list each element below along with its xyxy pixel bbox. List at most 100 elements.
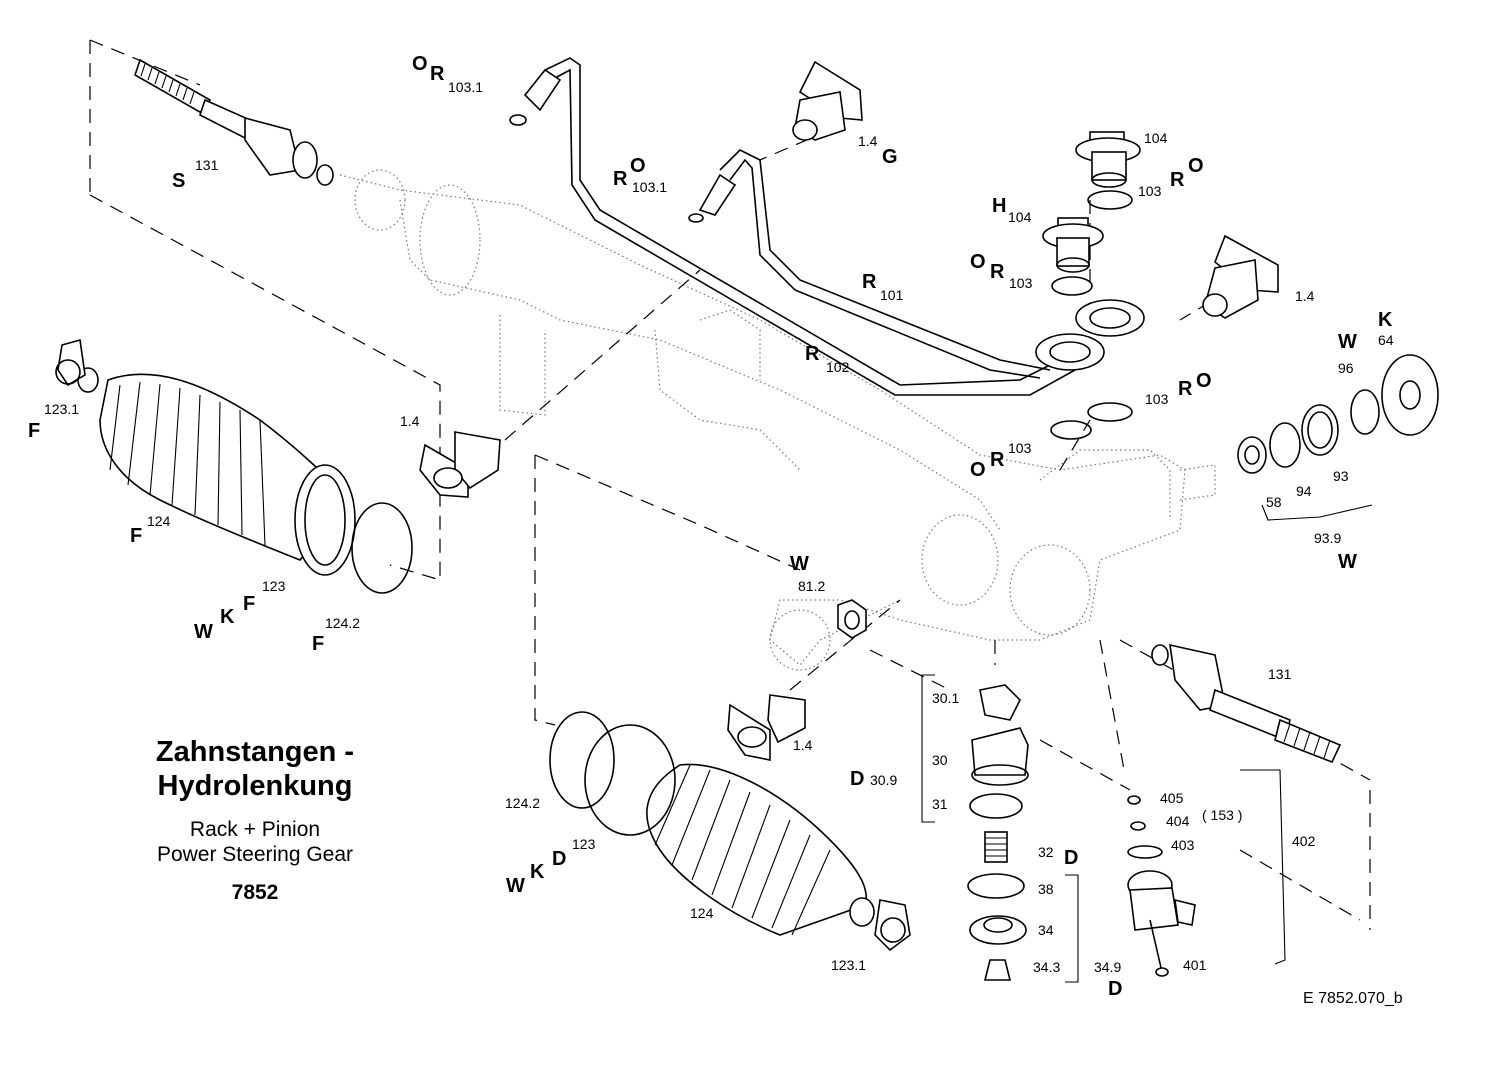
label-r1031-top-o: O [412, 53, 428, 75]
label-309-letter: D [850, 768, 864, 790]
label-h104: 104 [1008, 209, 1032, 225]
label-309: 30.9 [870, 772, 897, 788]
label-301: 30.1 [932, 690, 959, 706]
label-123-bottom-w: W [506, 875, 525, 897]
label-h104-letter: H [992, 195, 1006, 217]
title-line1: Zahnstangen - [155, 736, 355, 768]
label-f124: 124 [147, 513, 171, 529]
label-131-right: 131 [1268, 666, 1292, 682]
label-k64: 64 [1378, 332, 1394, 348]
pipe-r102 [509, 57, 1076, 396]
label-f123-k: K [220, 606, 235, 628]
label-r1031-top-r: R [430, 63, 445, 85]
label-r102-letter: R [805, 343, 820, 365]
drawing-reference: E 7852.070_b [1303, 990, 1403, 1007]
label-14-left: 1.4 [400, 413, 420, 429]
label-r1031-mid-o: O [630, 155, 646, 177]
plug-104 [1075, 131, 1141, 188]
bellows-bottom [549, 711, 911, 952]
label-103-top-o: O [1188, 155, 1204, 177]
label-123-bottom-k: K [530, 861, 545, 883]
label-939-letter: W [1338, 551, 1357, 573]
label-939: 93.9 [1314, 530, 1341, 546]
label-w812: 81.2 [798, 578, 825, 594]
label-401: 401 [1183, 957, 1207, 973]
bushing-right [1202, 234, 1279, 319]
subtitle-line2: Power Steering Gear [156, 843, 354, 866]
label-103-top: 103 [1138, 183, 1162, 199]
brackets [921, 504, 1373, 983]
right-seal-group [1237, 354, 1439, 474]
label-r1031-top: 103.1 [448, 79, 483, 95]
label-403: 403 [1171, 837, 1195, 853]
label-f1231: 123.1 [44, 401, 79, 417]
label-30: 30 [932, 752, 948, 768]
label-k64-letter: K [1378, 309, 1393, 331]
label-o103-r: R [990, 261, 1005, 283]
label-404: 404 [1166, 813, 1190, 829]
label-g14-letter: G [882, 146, 898, 168]
label-r101: 101 [880, 287, 904, 303]
tie-rod-bottom-right [1151, 643, 1342, 764]
label-123-bottom: 123 [572, 836, 596, 852]
subtitle-line1: Rack + Pinion [189, 818, 321, 841]
title-block: Zahnstangen - Hydrolenkung Rack + Pinion… [100, 735, 410, 905]
label-o103: 103 [1009, 275, 1033, 291]
label-s131-letter: S [172, 170, 185, 192]
label-s131: 131 [195, 157, 219, 173]
label-r1031-mid: 103.1 [632, 179, 667, 195]
label-f123-w: W [194, 621, 213, 643]
solenoid-401 [1127, 795, 1196, 977]
label-14-right: 1.4 [1295, 288, 1315, 304]
label-r102: 102 [826, 359, 850, 375]
label-32: 32 [1038, 844, 1054, 860]
label-349: 34.9 [1094, 959, 1121, 975]
label-1242-bottom: 124.2 [505, 795, 540, 811]
bushing-bottom [727, 694, 806, 761]
fitting-rings [1035, 190, 1145, 440]
label-14-bottom: 1.4 [793, 737, 813, 753]
label-f1242-letter: F [312, 633, 324, 655]
label-o103b: 103 [1008, 440, 1032, 456]
label-f1231-letter: F [28, 420, 40, 442]
label-103-mid: 103 [1145, 391, 1169, 407]
label-103-mid-r: R [1178, 378, 1193, 400]
pipe-r101 [688, 149, 1051, 379]
label-f123-f: F [243, 593, 255, 615]
gear-housing-ghost [339, 169, 1216, 671]
label-34: 34 [1038, 922, 1054, 938]
label-31: 31 [932, 796, 948, 812]
label-f123: 123 [262, 578, 286, 594]
label-f124-letter: F [130, 525, 142, 547]
label-93: 93 [1333, 468, 1349, 484]
label-153: ( 153 ) [1202, 807, 1242, 823]
bushing-top-center [792, 60, 863, 141]
label-58: 58 [1266, 494, 1282, 510]
label-94: 94 [1296, 483, 1312, 499]
label-343: 34.3 [1033, 959, 1060, 975]
tie-rod-top-left [134, 58, 334, 186]
label-405: 405 [1160, 790, 1184, 806]
bellows-left [55, 338, 413, 594]
diagram-code: 7852 [231, 881, 279, 904]
label-349-letter: D [1108, 978, 1122, 1000]
part-labels: S 131 O R 103.1 R O 103.1 1.4 G 104 103 … [28, 53, 1394, 1000]
label-g14: 1.4 [858, 133, 878, 149]
label-o103b-o: O [970, 459, 986, 481]
label-o103b-r: R [990, 449, 1005, 471]
label-w96: 96 [1338, 360, 1354, 376]
nut-81-2 [837, 599, 867, 639]
plug-h104 [1042, 217, 1104, 273]
label-32-letter: D [1064, 847, 1078, 869]
label-123-bottom-d: D [552, 848, 566, 870]
valve-stack [967, 684, 1029, 981]
bushing-left [419, 431, 501, 498]
label-103-top-r: R [1170, 169, 1185, 191]
label-103-mid-o: O [1196, 370, 1212, 392]
label-f1242: 124.2 [325, 615, 360, 631]
label-r1031-mid-r: R [613, 168, 628, 190]
title-line2: Hydrolenkung [157, 770, 353, 802]
label-104: 104 [1144, 130, 1168, 146]
label-w812-letter: W [790, 553, 809, 575]
